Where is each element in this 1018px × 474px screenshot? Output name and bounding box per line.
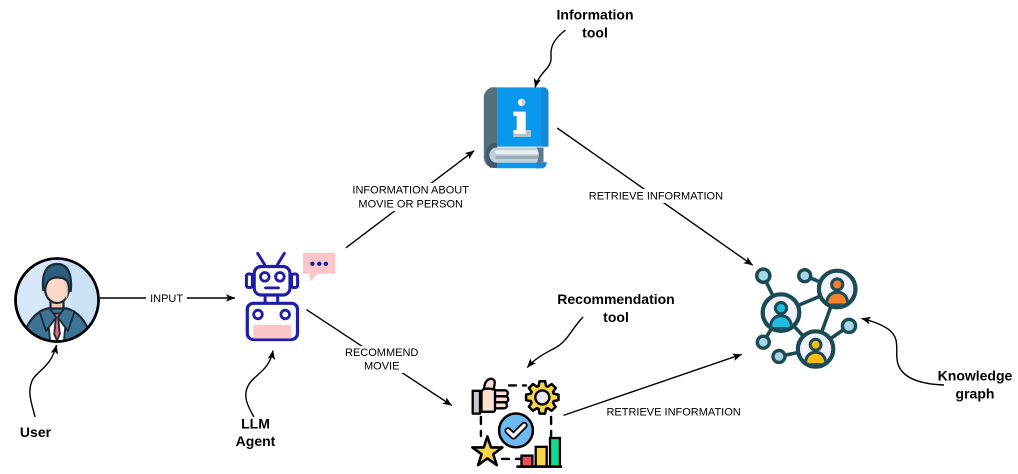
svg-text:MOVIE: MOVIE	[364, 361, 399, 373]
svg-text:MOVIE OR PERSON: MOVIE OR PERSON	[358, 199, 463, 211]
svg-text:Knowledge: Knowledge	[938, 368, 1013, 384]
svg-text:Information: Information	[557, 6, 634, 22]
svg-text:tool: tool	[582, 24, 608, 40]
svg-text:RECOMMEND: RECOMMEND	[345, 347, 418, 359]
svg-text:RETRIEVE INFORMATION: RETRIEVE INFORMATION	[606, 407, 740, 419]
svg-text:INFORMATION ABOUT: INFORMATION ABOUT	[352, 184, 469, 196]
svg-text:LLM: LLM	[241, 416, 270, 432]
svg-text:Recommendation: Recommendation	[557, 291, 674, 307]
svg-text:Agent: Agent	[236, 433, 276, 449]
svg-text:RETRIEVE INFORMATION: RETRIEVE INFORMATION	[589, 191, 723, 203]
svg-text:INPUT: INPUT	[150, 293, 183, 305]
svg-text:graph: graph	[956, 385, 995, 401]
svg-text:tool: tool	[603, 309, 629, 325]
svg-text:User: User	[20, 424, 52, 440]
